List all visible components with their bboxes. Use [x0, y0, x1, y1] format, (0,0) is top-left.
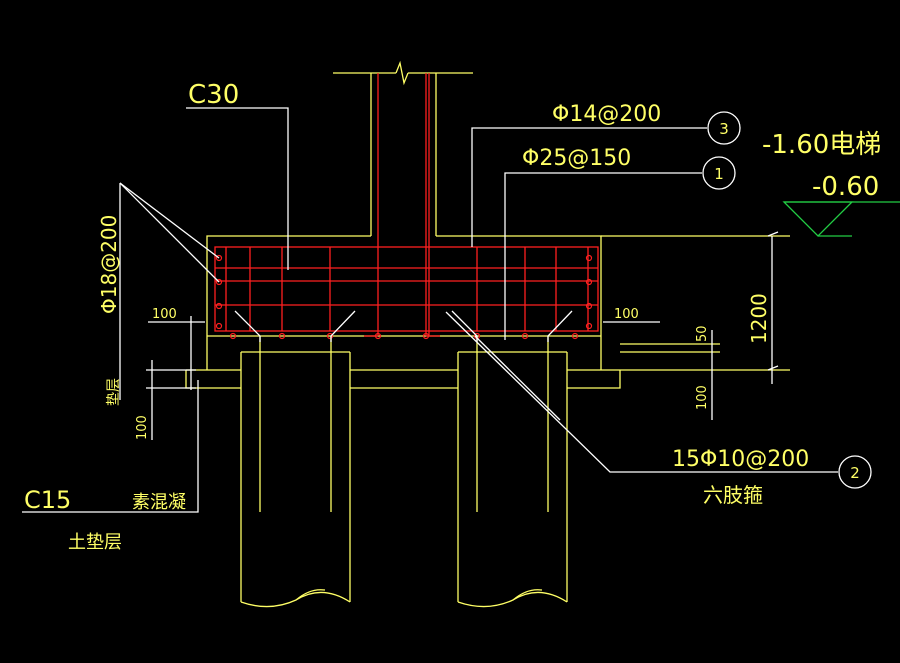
elevation-label-2: -0.60 — [812, 172, 879, 202]
column-stub — [333, 60, 473, 236]
pile-right — [457, 336, 568, 608]
callout-1-label: 1 — [714, 165, 724, 183]
ground-level-symbol — [782, 201, 900, 237]
elevation-label-1: -1.60电梯 — [762, 130, 881, 160]
rebar-main-label: Φ25@150 — [522, 146, 631, 171]
rebar-top-label: Φ14@200 — [552, 102, 661, 127]
dim-100-right: 100 — [614, 307, 639, 322]
dim-100-bottom-left: 100 — [135, 415, 150, 440]
callout-1: 1 — [702, 156, 736, 190]
callout-3-label: 3 — [719, 120, 729, 138]
c15-label: C15 — [24, 486, 71, 514]
dimension-lines — [146, 231, 779, 440]
pile-left — [240, 336, 351, 608]
plain-concrete-label: 素混凝 — [132, 492, 186, 513]
pad-label: 垫层 — [106, 378, 122, 406]
pile-anchor-bars — [234, 310, 573, 342]
soil-pad-label: 土垫层 — [68, 532, 122, 553]
dim-100-left: 100 — [152, 307, 177, 322]
callout-2-label: 2 — [850, 464, 860, 482]
dim-100-bottom-right: 100 — [695, 385, 710, 410]
callout-3: 3 — [707, 111, 741, 145]
stirrup-label: 15Φ10@200 — [672, 447, 809, 472]
pile-cap-outline — [185, 235, 790, 389]
rebar-cage — [214, 73, 599, 337]
rebar-side-label: Φ18@200 — [97, 215, 121, 314]
callout-2: 2 — [838, 455, 872, 489]
concrete-grade-label: C30 — [188, 80, 239, 110]
dim-50: 50 — [695, 325, 710, 342]
stirrup-type-label: 六肢箍 — [703, 483, 763, 507]
dim-1200: 1200 — [747, 293, 771, 344]
leader-lines — [22, 107, 838, 513]
rebar-dots — [215, 254, 593, 340]
